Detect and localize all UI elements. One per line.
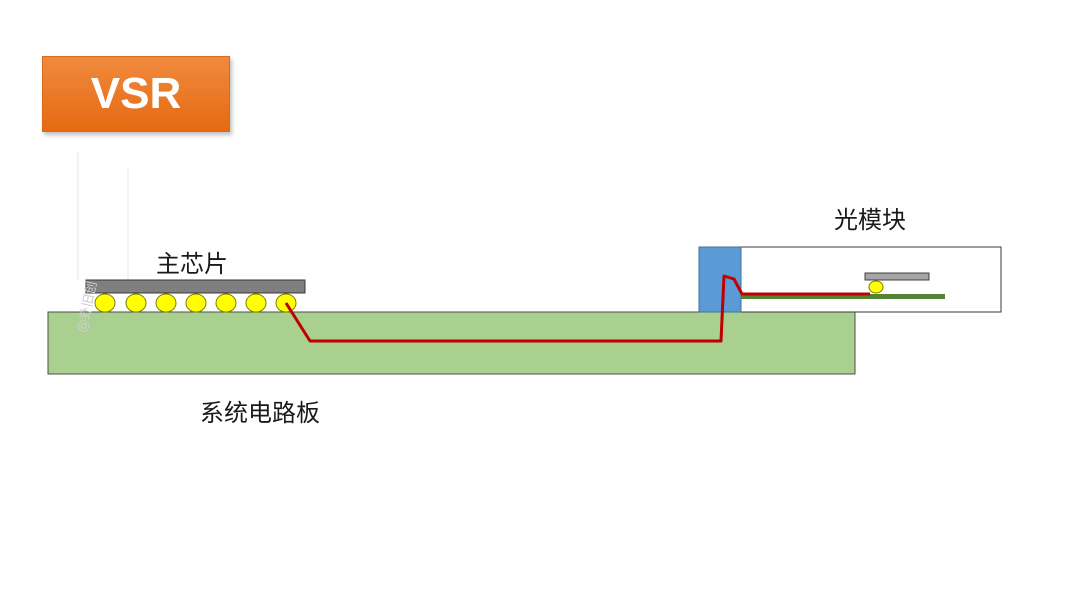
module-chip [864,272,930,281]
module-solder-ball [868,280,884,294]
signal-trace [284,274,870,343]
title-badge: VSR [42,56,230,132]
system-board [47,311,856,375]
solder-ball [185,293,207,313]
main-chip-body [85,279,306,294]
main-chip-label: 主芯片 [156,250,228,278]
solder-ball [215,293,237,313]
solder-ball-array [94,293,297,313]
solder-ball [125,293,147,313]
solder-ball [94,293,116,313]
title-text: VSR [90,69,182,118]
solder-ball [155,293,177,313]
module-pcb [741,294,945,299]
solder-ball [245,293,267,313]
system-board-label: 系统电路板 [200,399,320,427]
optical-module-label: 光模块 [834,206,906,234]
